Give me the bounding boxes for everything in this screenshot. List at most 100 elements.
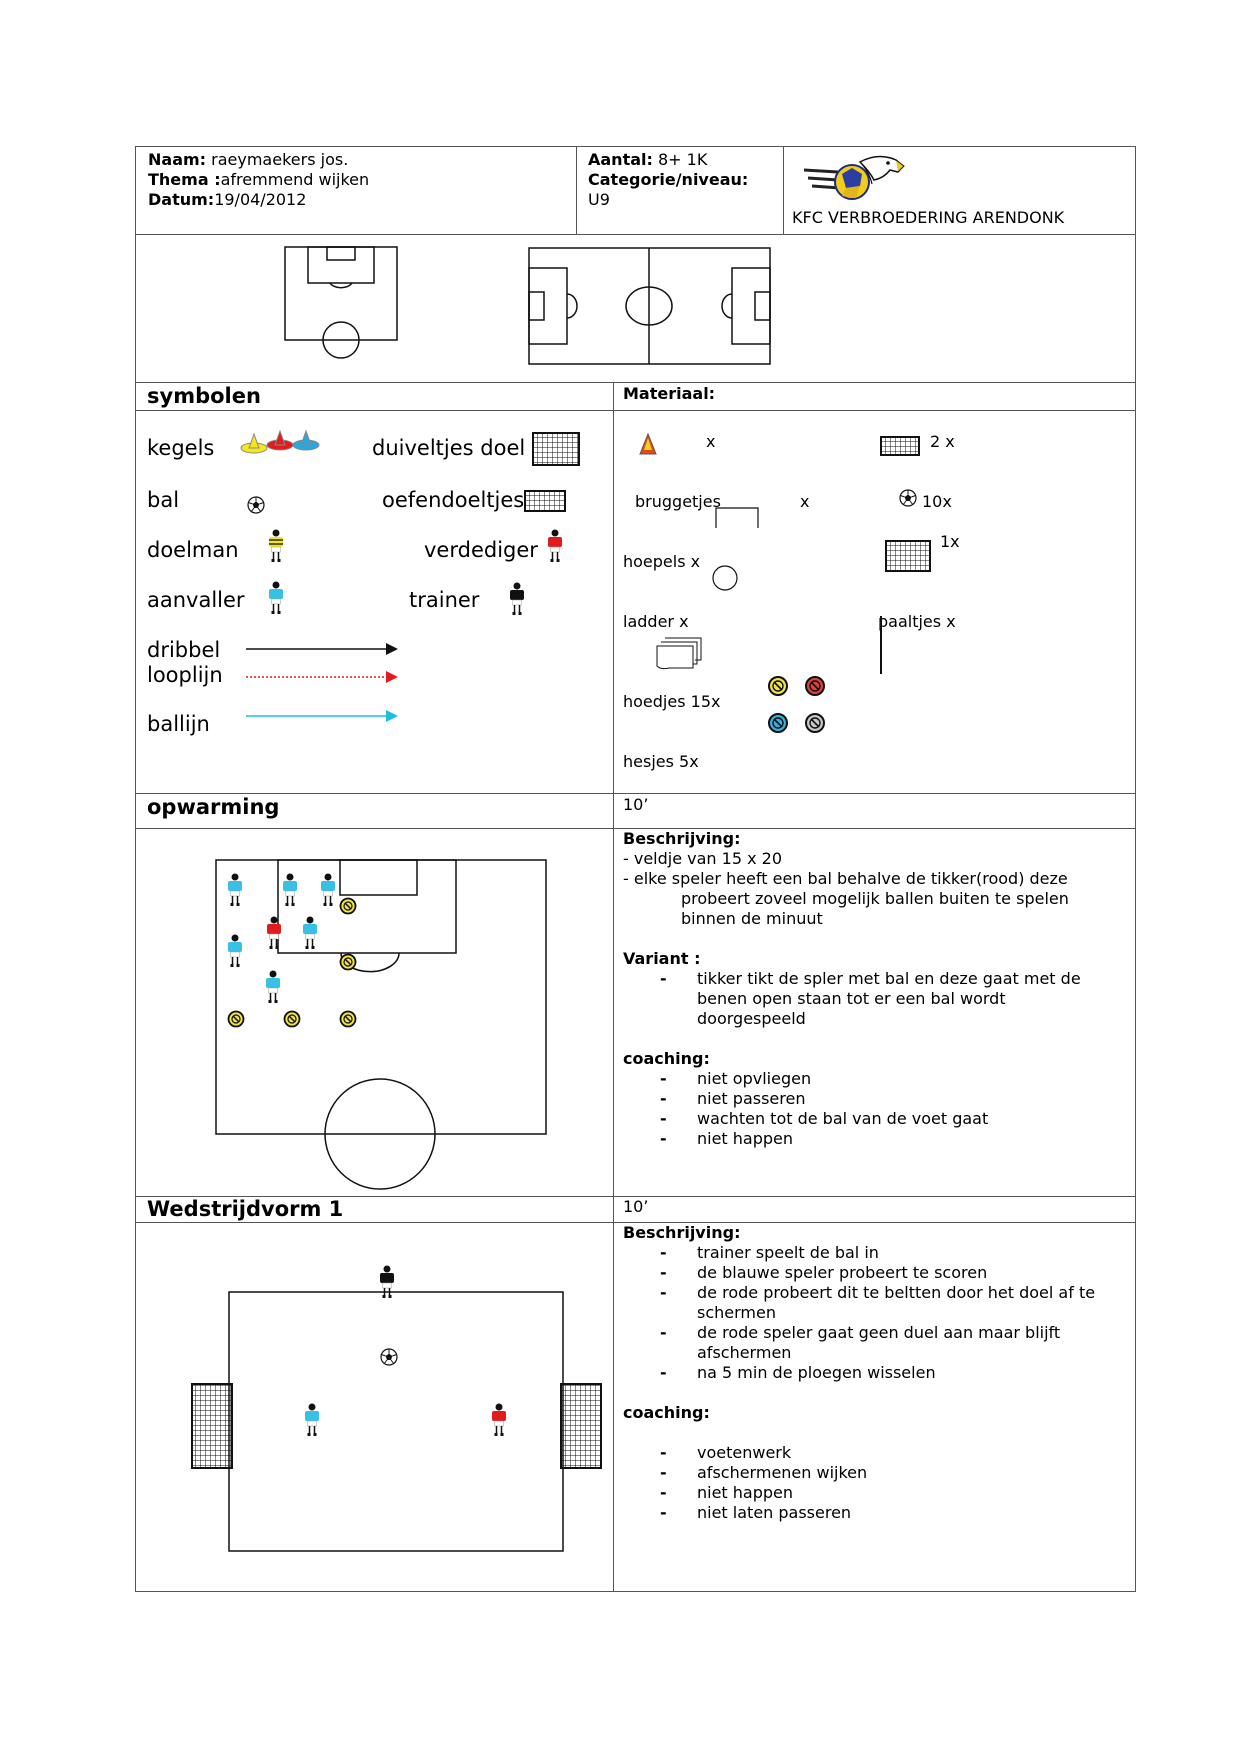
symbol-kegels-label: kegels	[147, 436, 215, 460]
symbol-dribbel-label: dribbel	[147, 638, 221, 662]
material-hoedjes-label: hoedjes 15x	[623, 692, 721, 711]
opwarming-variant-line: benen open staan tot er een bal wordt	[697, 989, 1006, 1008]
datum-line: Datum:19/04/2012	[148, 190, 306, 210]
datum-label: Datum:	[148, 190, 215, 209]
opwarming-time: 10’	[623, 795, 649, 814]
bullet: -	[660, 1263, 667, 1282]
opwarming-coaching-item: niet opvliegen	[697, 1069, 812, 1088]
bullet: -	[660, 1129, 667, 1148]
symbol-looplijn-label: looplijn	[147, 663, 223, 687]
bridge-icon	[715, 507, 759, 528]
naam-line: Naam: raeymaekers jos.	[148, 150, 348, 170]
symbol-doelman-label: doelman	[147, 538, 239, 562]
material-bruggetjes-count: x	[800, 492, 810, 511]
symbol-verdediger-label: verdediger	[424, 538, 538, 562]
opwarming-variant-line: tikker tikt de spler met bal en deze gaa…	[697, 969, 1081, 988]
attacker-icon	[268, 580, 284, 615]
hoop-icon	[712, 565, 738, 591]
bullet: -	[660, 1243, 667, 1262]
material-ball-count: 10x	[922, 492, 952, 511]
wedstrijdvorm-coaching-item: afschermenen wijken	[697, 1463, 868, 1482]
bullet: -	[660, 1323, 667, 1342]
dribbel-arrow-icon	[246, 643, 398, 655]
symbol-ballijn-label: ballijn	[147, 712, 210, 736]
club-name: KFC VERBROEDERING ARENDONK	[792, 208, 1065, 227]
wedstrijdvorm-field-diagram	[191, 1264, 602, 1552]
wedstrijdvorm-beschrijving-line: de blauwe speler probeert te scoren	[697, 1263, 988, 1282]
keeper-icon	[268, 528, 284, 563]
wedstrijdvorm-beschrijving-line: schermen	[697, 1303, 776, 1322]
opwarming-title: opwarming	[147, 795, 280, 819]
naam-label: Naam:	[148, 150, 207, 169]
wedstrijdvorm-beschrijving-line: trainer speelt de bal in	[697, 1243, 879, 1262]
material-ball-icon	[899, 489, 917, 507]
material-bigoal-count: 1x	[940, 532, 960, 551]
wedstrijdvorm-beschrijving-label: Beschrijving:	[623, 1223, 741, 1242]
thema-value: afremmend wijken	[220, 170, 370, 189]
opwarming-beschrijving-line: probeert zoveel mogelijk ballen buiten t…	[681, 889, 1069, 908]
datum-value: 19/04/2012	[214, 190, 307, 209]
categorie-value: U9	[588, 190, 610, 209]
aantal-value: 8+ 1K	[652, 150, 708, 169]
half-field-template	[284, 246, 398, 359]
wedstrijdvorm-beschrijving-line: de rode speler gaat geen duel aan maar b…	[697, 1323, 1061, 1342]
oefendoeltje-icon	[524, 490, 566, 512]
symbol-trainer-label: trainer	[409, 588, 480, 612]
opwarming-beschrijving-line: - veldje van 15 x 20	[623, 849, 783, 868]
wedstrijdvorm-coaching-item: niet laten passeren	[697, 1503, 852, 1522]
material-cone-icon	[639, 432, 657, 455]
opwarming-beschrijving-line: - elke speler heeft een bal behalve de t…	[623, 869, 1068, 888]
thema-line: Thema :afremmend wijken	[148, 170, 369, 190]
full-field-template	[528, 247, 771, 365]
bullet: -	[660, 1443, 667, 1462]
ballijn-arrow-icon	[246, 710, 398, 722]
material-goal-icon	[880, 436, 920, 456]
bullet: -	[660, 1363, 667, 1382]
opwarming-beschrijving-line: binnen de minuut	[681, 909, 823, 928]
looplijn-arrow-icon	[246, 671, 398, 683]
pole-icon	[880, 616, 882, 674]
material-goal-count: 2 x	[930, 432, 955, 451]
aantal-line: Aantal: 8+ 1K	[588, 150, 707, 170]
material-ladder-label: ladder x	[623, 612, 689, 631]
wedstrijdvorm-beschrijving-line: afschermen	[697, 1343, 792, 1362]
duiveltjes-goal-icon	[532, 432, 580, 466]
material-hesjes-label: hesjes 5x	[623, 752, 699, 771]
cones-icon	[240, 429, 320, 454]
opwarming-coaching-item: niet passeren	[697, 1089, 806, 1108]
material-paaltjes-label: paaltjes x	[878, 612, 956, 631]
bullet: -	[660, 1069, 667, 1088]
wedstrijdvorm-coaching-label: coaching:	[623, 1403, 710, 1422]
opwarming-variant-label: Variant :	[623, 949, 701, 968]
categorie-label: Categorie/niveau:	[588, 170, 749, 189]
wedstrijdvorm-time: 10’	[623, 1197, 649, 1216]
bullet: -	[660, 1109, 667, 1128]
ladder-icon	[656, 637, 702, 670]
wedstrijdvorm-coaching-item: niet happen	[697, 1483, 794, 1502]
hats-icon	[768, 676, 825, 733]
bullet: -	[660, 969, 667, 988]
opwarming-beschrijving-label: Beschrijving:	[623, 829, 741, 848]
wedstrijdvorm-title: Wedstrijdvorm 1	[147, 1197, 344, 1221]
aantal-label: Aantal:	[588, 150, 653, 169]
material-cone-count: x	[706, 432, 716, 451]
wedstrijdvorm-beschrijving-line: de rode probeert dit te beltten door het…	[697, 1283, 1096, 1302]
material-bigoal-icon	[885, 540, 931, 572]
materiaal-title: Materiaal:	[623, 384, 716, 403]
opwarming-coaching-label: coaching:	[623, 1049, 710, 1068]
material-bruggetjes-label: bruggetjes	[635, 492, 721, 511]
club-logo	[803, 155, 905, 200]
symbol-oefendoeltjes-label: oefendoeltjes	[382, 488, 525, 512]
bullet: -	[660, 1463, 667, 1482]
opwarming-coaching-item: wachten tot de bal van de voet gaat	[697, 1109, 989, 1128]
defender-icon	[547, 528, 563, 563]
bullet: -	[660, 1089, 667, 1108]
bullet: -	[660, 1283, 667, 1302]
opwarming-variant-line: doorgespeeld	[697, 1009, 806, 1028]
naam-value: raeymaekers jos.	[206, 150, 349, 169]
bullet: -	[660, 1503, 667, 1522]
material-hoepels-label: hoepels x	[623, 552, 701, 571]
thema-label: Thema :	[148, 170, 221, 189]
trainer-icon	[509, 581, 525, 616]
symbol-duiveltjes-label: duiveltjes doel	[372, 436, 526, 460]
